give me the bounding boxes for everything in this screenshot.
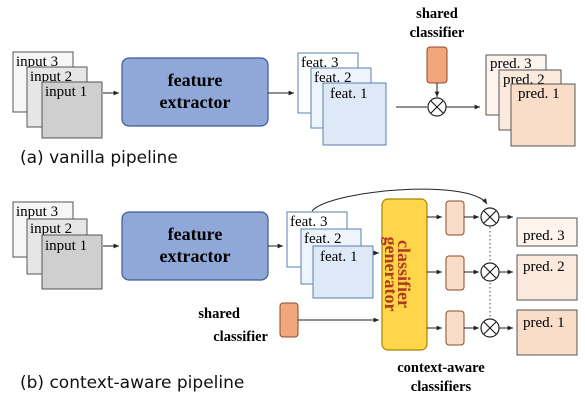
vanilla-feature-extractor bbox=[121, 57, 269, 127]
context-shared-classifier-block bbox=[279, 302, 299, 338]
context-feat-1-label: feat. 1 bbox=[320, 249, 357, 265]
vanilla-pred-stack: pred. 3 pred. 2 pred. 1 bbox=[485, 54, 576, 147]
vanilla-input-2-label: input 2 bbox=[30, 69, 72, 85]
context-feat-2-label: feat. 2 bbox=[304, 231, 341, 247]
context-pred-1-box bbox=[516, 309, 578, 356]
context-caption: (b) context-aware pipeline bbox=[20, 373, 244, 393]
context-pred-3-label: pred. 3 bbox=[523, 228, 565, 244]
context-feat-stack: feat. 3 feat. 2 feat. 1 bbox=[286, 211, 374, 299]
vanilla-pred-1-label: pred. 1 bbox=[518, 86, 560, 102]
context-aware-label-line1: context-aware bbox=[397, 360, 485, 376]
vanilla-shared-classifier-label-line2: classifier bbox=[410, 25, 465, 41]
context-aware-classifier-2 bbox=[445, 255, 465, 291]
context-input-3-label: input 3 bbox=[16, 204, 58, 220]
context-input-1-box bbox=[41, 234, 103, 290]
vanilla-feat-3-label: feat. 3 bbox=[301, 55, 338, 71]
vanilla-shared-classifier-block bbox=[426, 46, 448, 84]
context-pred-1-label: pred. 1 bbox=[523, 315, 565, 331]
context-extractor-label-line2: extractor bbox=[160, 246, 231, 266]
vanilla-input-1-box bbox=[41, 81, 103, 139]
context-arc-feats-to-combine-top bbox=[311, 188, 488, 212]
context-input-2-label: input 2 bbox=[30, 221, 72, 237]
context-aware-classifier-1 bbox=[445, 200, 465, 236]
classifier-generator bbox=[381, 198, 428, 351]
vanilla-pred-3-label: pred. 3 bbox=[490, 56, 532, 72]
context-pred-2-box bbox=[516, 254, 578, 301]
generator-label-line1: classifier bbox=[394, 240, 414, 308]
context-combine-icon-1 bbox=[480, 207, 500, 227]
context-input-stack: input 3 input 2 input 1 bbox=[12, 201, 103, 290]
vanilla-input-3-label: input 3 bbox=[16, 54, 58, 70]
context-pred-3-box bbox=[516, 217, 578, 247]
vanilla-caption: (a) vanilla pipeline bbox=[20, 148, 178, 168]
vanilla-feat-1-label: feat. 1 bbox=[330, 86, 367, 102]
vanilla-combine-icon bbox=[427, 97, 447, 117]
vanilla-input-stack: input 3 input 2 input 1 bbox=[12, 51, 103, 139]
vanilla-extractor-label-line1: feature bbox=[168, 70, 223, 90]
context-input-1-label: input 1 bbox=[45, 238, 87, 254]
context-aware-label-line2: classifiers bbox=[411, 379, 472, 395]
context-feat-3-label: feat. 3 bbox=[290, 214, 327, 230]
context-combine-icon-2 bbox=[480, 262, 500, 282]
vanilla-shared-classifier-label-line1: shared bbox=[416, 6, 458, 22]
vanilla-feat-2-label: feat. 2 bbox=[314, 70, 351, 86]
vanilla-pipeline: input 3 input 2 input 1 feature extracto… bbox=[12, 6, 576, 168]
context-pipeline: input 3 input 2 input 1 feature extracto… bbox=[12, 188, 578, 395]
vanilla-input-1-label: input 1 bbox=[45, 84, 87, 100]
context-shared-classifier-label-line1: shared bbox=[198, 306, 240, 322]
context-aware-classifier-3 bbox=[445, 310, 465, 346]
context-combine-icon-3 bbox=[480, 318, 500, 338]
vanilla-feat-stack: feat. 3 feat. 2 feat. 1 bbox=[297, 52, 387, 146]
generator-label-line2: generator bbox=[381, 237, 401, 312]
vanilla-extractor-label-line2: extractor bbox=[160, 92, 231, 112]
context-pred-2-label: pred. 2 bbox=[523, 259, 565, 275]
vanilla-pred-1-box bbox=[510, 83, 576, 147]
context-shared-classifier-label-line2: classifier bbox=[213, 329, 268, 345]
vanilla-feat-1-box bbox=[322, 82, 387, 146]
context-feat-1-box bbox=[312, 245, 374, 299]
context-extractor-label-line1: feature bbox=[168, 224, 223, 244]
